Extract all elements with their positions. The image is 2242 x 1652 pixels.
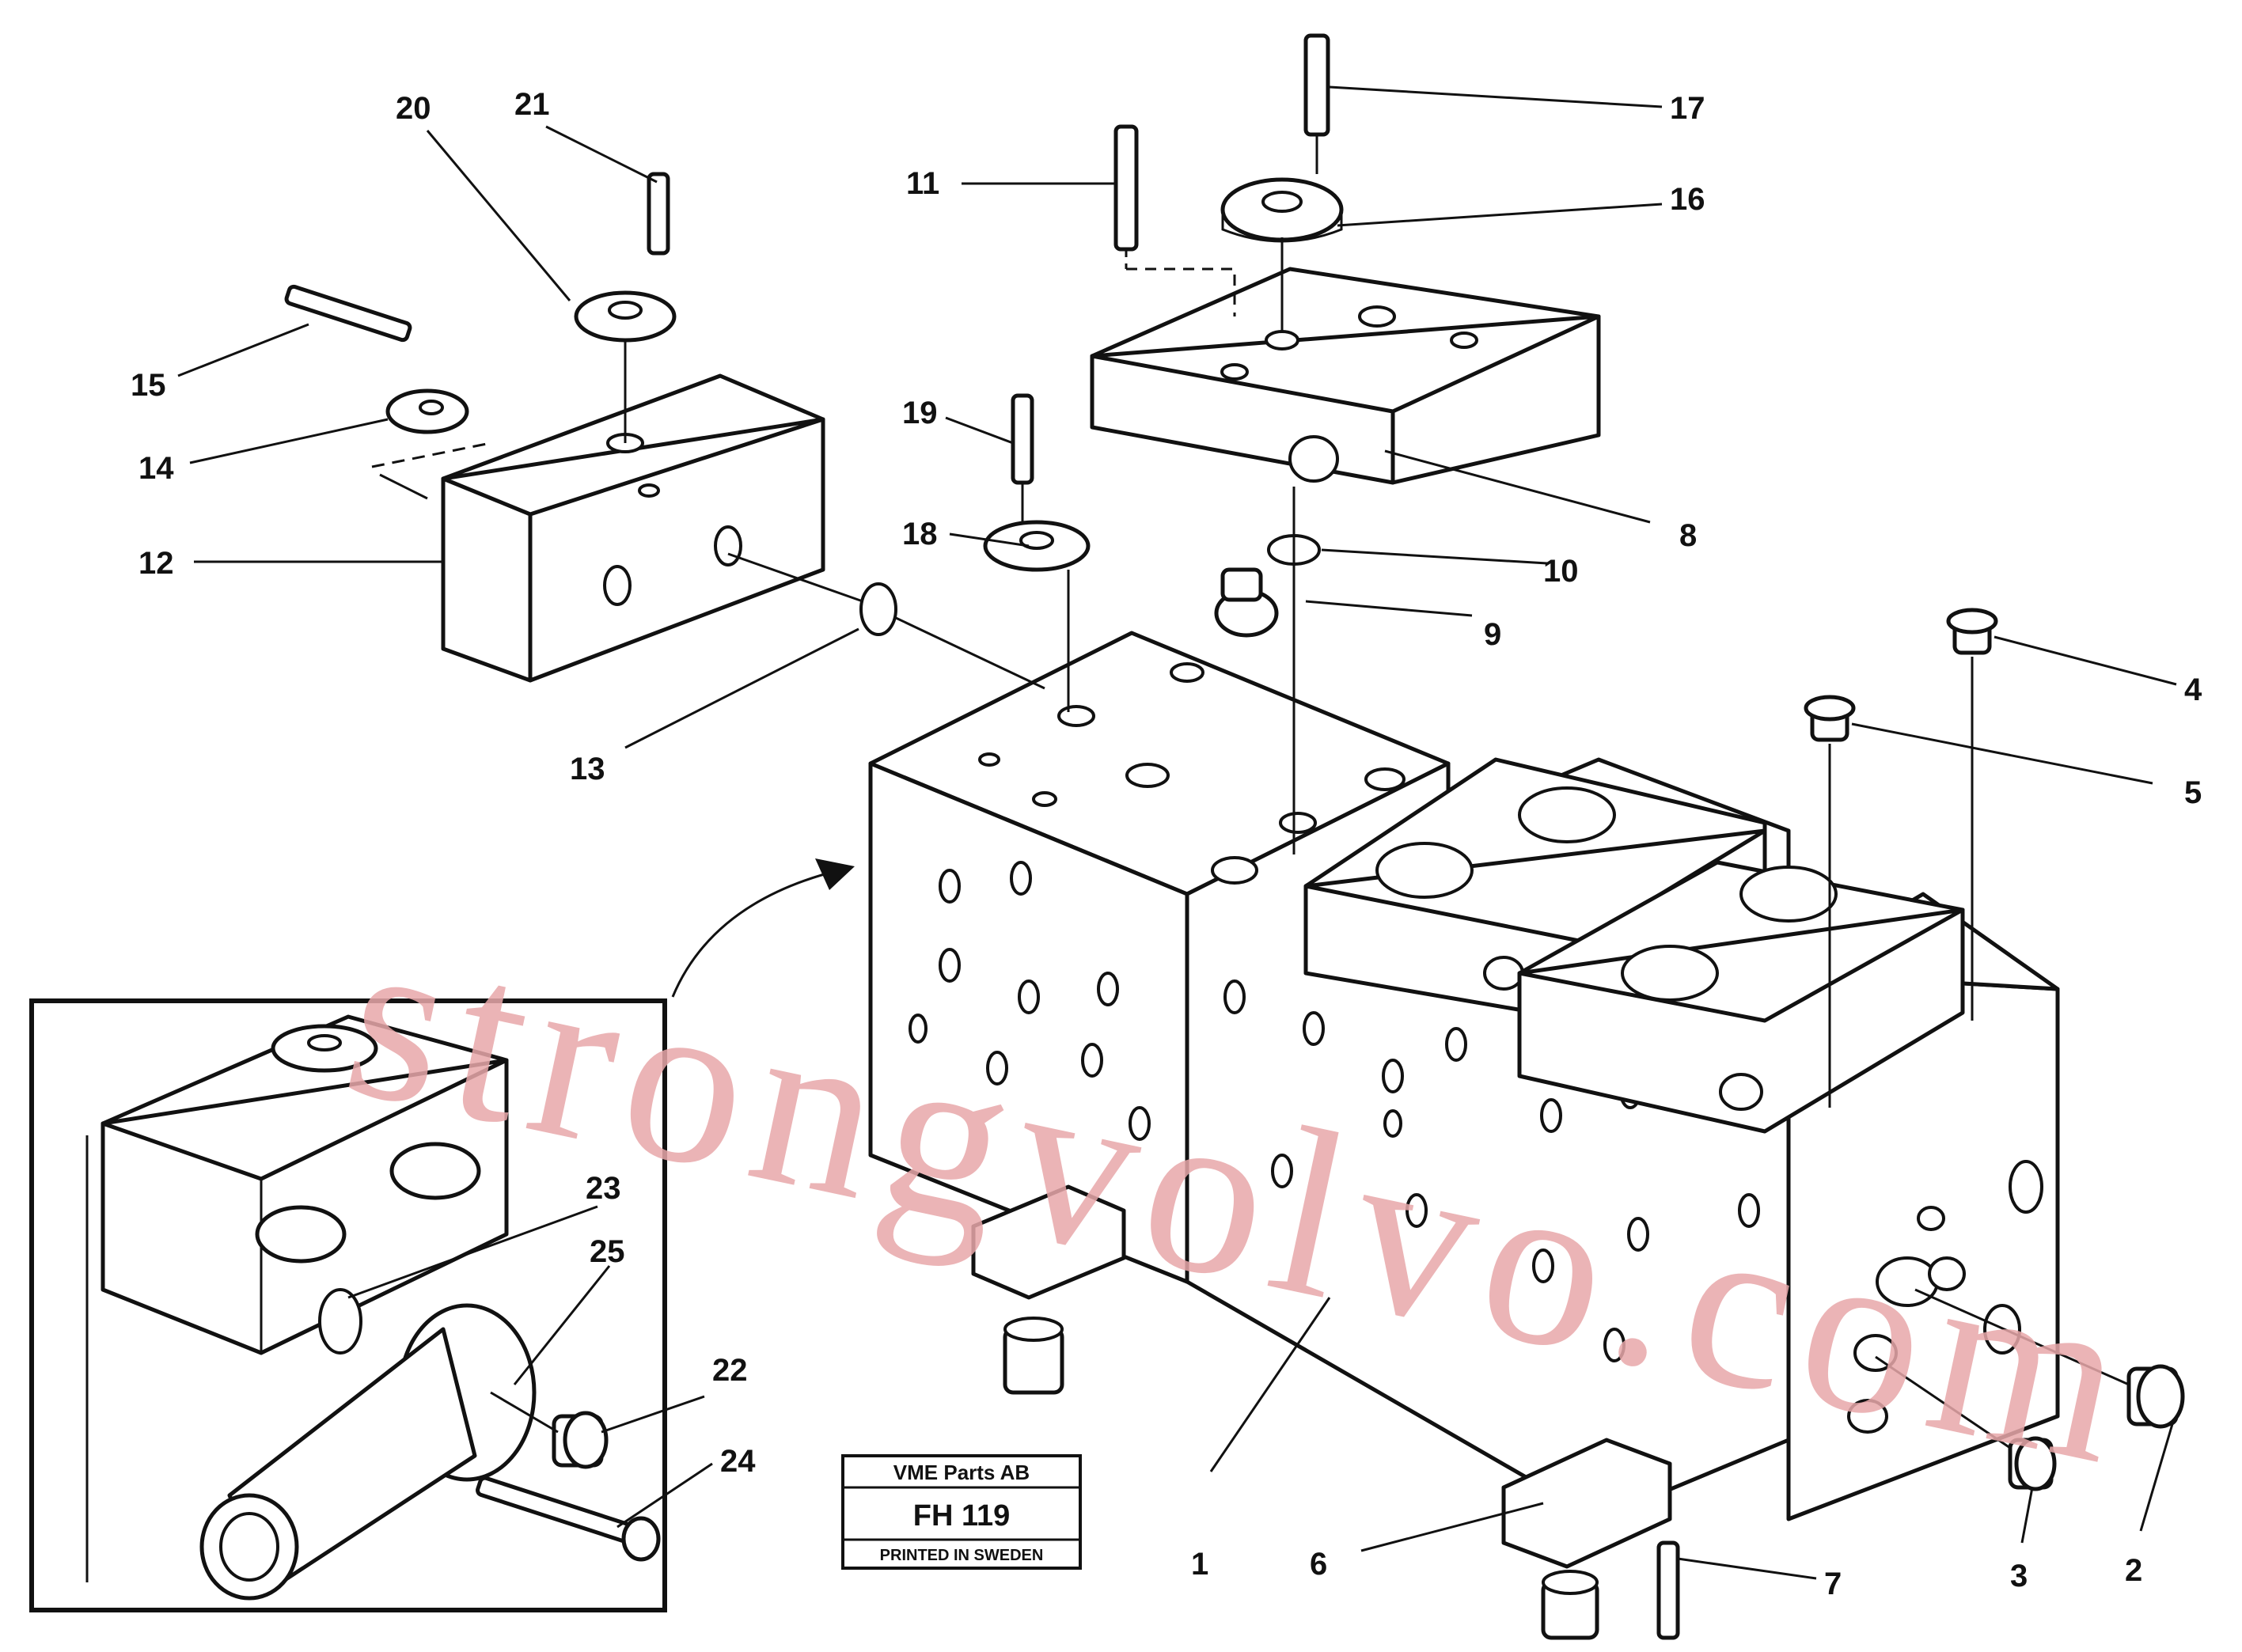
plug-9 [1214, 567, 1279, 638]
callout-10: 10 [1543, 554, 1579, 589]
callout-8: 8 [1679, 518, 1697, 553]
callout-2: 2 [2125, 1553, 2142, 1588]
clamp-14 [385, 388, 469, 434]
callout-24: 24 [720, 1444, 756, 1479]
flange-20 [574, 290, 677, 343]
plug-2 [2126, 1364, 2185, 1429]
callout-1: 1 [1191, 1547, 1208, 1582]
valve-section-8 [1090, 267, 1601, 485]
bolt-19 [1011, 393, 1034, 485]
stamp-note: PRINTED IN SWEDEN [880, 1547, 1044, 1564]
callout-18: 18 [902, 517, 938, 551]
callout-7: 7 [1824, 1567, 1842, 1601]
inset-detail-panel [29, 998, 667, 1612]
callout-21: 21 [514, 87, 550, 122]
callout-6: 6 [1310, 1547, 1327, 1582]
callout-16: 16 [1670, 182, 1705, 217]
o-ring-13 [859, 582, 897, 636]
callout-5: 5 [2184, 775, 2202, 810]
callout-20: 20 [396, 91, 431, 126]
callout-22: 22 [712, 1353, 748, 1388]
stamp-company: VME Parts AB [893, 1461, 1030, 1484]
bolt-17 [1303, 33, 1330, 174]
bolt-15 [284, 284, 412, 343]
callout-14: 14 [138, 451, 174, 486]
bolt-11 [1113, 124, 1236, 316]
callout-13: 13 [570, 752, 605, 786]
plug-5 [1804, 695, 1856, 742]
stamp-code: FH 119 [913, 1499, 1011, 1533]
plug-3 [2008, 1436, 2057, 1491]
callout-labels: 1 2 3 4 5 6 7 8 9 10 11 12 13 14 15 16 1… [131, 87, 2202, 1601]
valve-section-12 [441, 373, 825, 683]
parts-stamp: VME Parts AB FH 119 PRINTED IN SWEDEN [841, 1454, 1082, 1570]
callout-25: 25 [590, 1234, 625, 1269]
callout-17: 17 [1670, 91, 1705, 126]
flange-18 [983, 520, 1091, 572]
plug-4 [1946, 608, 1998, 655]
callout-12: 12 [138, 546, 174, 581]
bolt-7 [1656, 1540, 1680, 1640]
callout-15: 15 [131, 368, 166, 403]
bolt-21 [647, 172, 670, 256]
callout-23: 23 [586, 1171, 621, 1206]
section-block-b [1517, 860, 1965, 1134]
callout-9: 9 [1484, 617, 1501, 652]
callout-3: 3 [2010, 1559, 2028, 1593]
flange-16 [1220, 177, 1344, 243]
leader-lines [177, 85, 2177, 1580]
callout-4: 4 [2184, 673, 2202, 707]
callout-11: 11 [906, 166, 939, 201]
detail-arrow [671, 858, 855, 998]
callout-19: 19 [902, 396, 938, 430]
